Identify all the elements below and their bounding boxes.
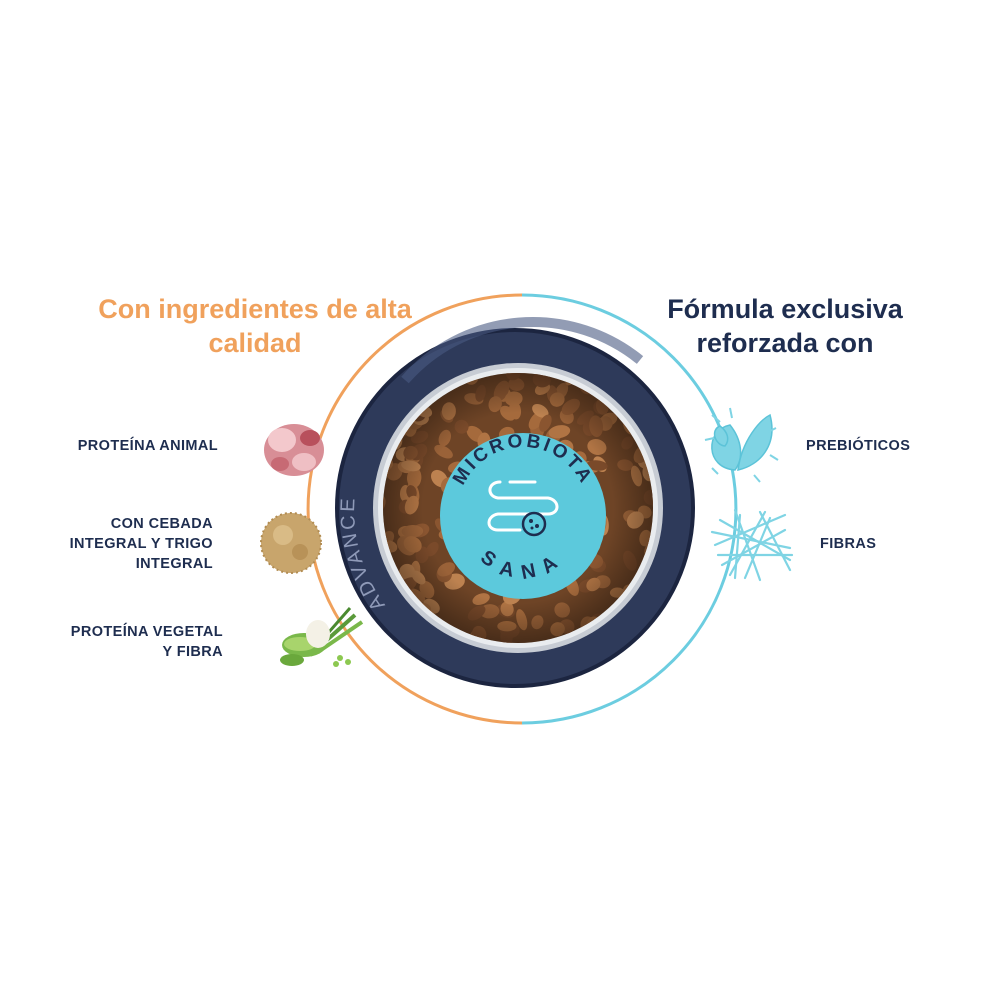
right-heading-line: Fórmula exclusiva: [667, 294, 903, 324]
label-proteina-animal: PROTEÍNA ANIMAL: [30, 436, 218, 456]
label-line: FIBRAS: [820, 536, 877, 552]
label-prebioticos: PREBIÓTICOS: [806, 436, 976, 456]
fiber-icon: [710, 508, 794, 582]
label-line: Y FIBRA: [162, 644, 223, 660]
left-heading-line: calidad: [208, 328, 302, 358]
label-line: CON CEBADA: [110, 516, 213, 532]
leaf-icon: [704, 407, 779, 483]
label-proteina-vegetal: PROTEÍNA VEGETAL Y FIBRA: [30, 622, 223, 662]
label-cebada-trigo: CON CEBADA INTEGRAL Y TRIGO INTEGRAL: [30, 514, 213, 574]
right-heading: Fórmula exclusiva reforzada con: [650, 292, 920, 360]
ring-right-arc: [521, 293, 738, 725]
left-heading: Con ingredientes de alta calidad: [95, 292, 415, 360]
label-line: PREBIÓTICOS: [806, 438, 911, 454]
ring-left-arc: [306, 293, 523, 725]
grain-icon: [260, 512, 322, 574]
label-line: PROTEÍNA ANIMAL: [77, 438, 218, 454]
microbiota-badge: MICROBIOTA SANA: [440, 431, 606, 599]
vegetables-icon: [280, 607, 364, 667]
label-line: INTEGRAL Y TRIGO: [69, 536, 213, 552]
label-fibras: FIBRAS: [820, 534, 970, 554]
meat-icon: [264, 424, 324, 476]
label-line: PROTEÍNA VEGETAL: [70, 624, 223, 640]
intestine-icon: [487, 480, 559, 537]
right-heading-line: reforzada con: [696, 328, 874, 358]
left-heading-line: Con ingredientes de alta: [98, 294, 412, 324]
label-line: INTEGRAL: [135, 556, 213, 572]
